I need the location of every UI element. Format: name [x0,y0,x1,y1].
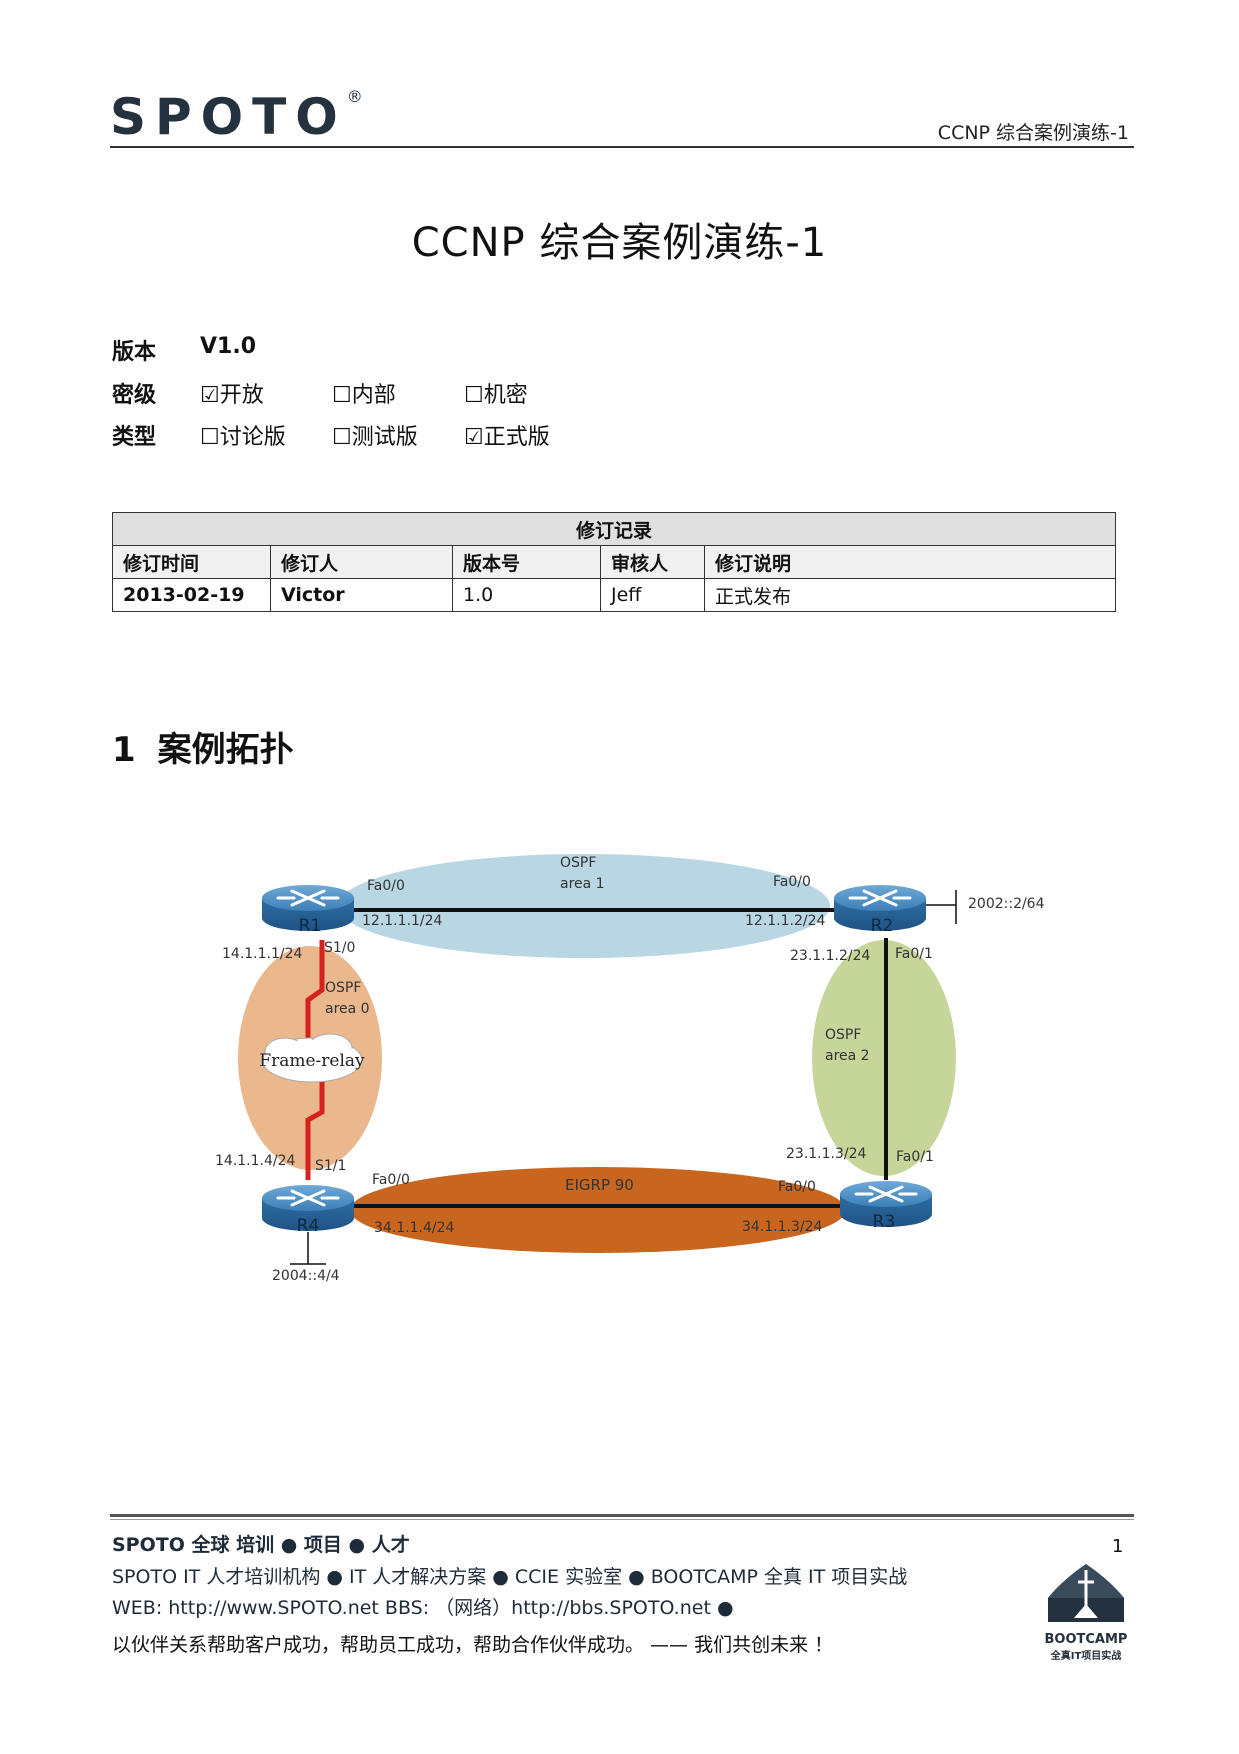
area1-label-proto: OSPF [560,855,596,871]
section-number: 1 [112,730,136,770]
router-r2-icon[interactable] [834,885,926,931]
type-option-discussion[interactable]: ☐讨论版 [200,425,286,450]
col-header-version: 版本号 [452,545,601,579]
page-number: 1 [1112,1536,1124,1557]
security-label: 密级 [112,383,157,408]
r2-fa01-label: Fa0/1 [895,946,933,962]
router-r3-icon[interactable] [840,1181,932,1227]
r4-loopback-label: 2004::4/4 [272,1268,340,1284]
r1-ip14-label: 14.1.1.1/24 [222,946,303,962]
cell-author: Victor [270,578,453,612]
cell-note: 正式发布 [704,578,1116,612]
bootcamp-emblem-icon [1048,1564,1124,1622]
router-r2-label: R2 [871,916,894,936]
section-title: 案例拓扑 [157,730,294,770]
cell-version: 1.0 [452,578,601,612]
bootcamp-badge: BOOTCAMP 全真IT项目实战 [1038,1560,1134,1662]
frame-relay-cloud-icon [261,1033,363,1083]
version-value: V1.0 [200,334,256,359]
eigrp-region [350,1167,846,1253]
page-title: CCNP 综合案例演练-1 [411,220,828,266]
security-option-internal[interactable]: ☐内部 [332,383,396,408]
area2-label-area: area 2 [825,1048,870,1064]
r2-loopback-label: 2002::2/64 [968,896,1045,912]
frame-relay-label: Frame-relay [259,1051,365,1071]
area0-label-area: area 0 [325,1001,370,1017]
cell-date: 2013-02-19 [112,578,271,612]
r2-ip12-label: 12.1.1.2/24 [745,913,826,929]
bootcamp-title: BOOTCAMP [1044,1632,1128,1647]
r4-s11-label: S1/1 [315,1158,346,1174]
r2-fa00-label: Fa0/0 [773,874,811,890]
area2-label-proto: OSPF [825,1027,861,1043]
header-doc-title: CCNP 综合案例演练-1 [937,122,1129,144]
area1-label-area: area 1 [560,876,605,892]
type-label: 类型 [112,425,157,450]
router-r4-icon[interactable] [262,1185,354,1231]
footer-divider-thin [110,1519,1134,1520]
footer-mission: 以伙伴关系帮助客户成功，帮助员工成功，帮助合作伙伴成功。 —— 我们共创未来 ！ [112,1634,834,1656]
serial-link-r4 [305,1074,325,1180]
footer-slogan: SPOTO 全球 培训 ● 项目 ● 人才 [112,1534,410,1556]
section-heading: 1 案例拓扑 [112,722,294,771]
r1-s10-label: S1/0 [324,940,355,956]
security-option-confidential[interactable]: ☐机密 [464,383,528,408]
r3-fa01-label: Fa0/1 [896,1149,934,1165]
revision-table: 修订记录 修订时间 修订人 版本号 审核人 修订说明 2013-02-19 Vi… [112,512,1116,612]
area0-label-proto: OSPF [325,980,361,996]
type-option-test[interactable]: ☐测试版 [332,425,418,450]
router-r1-label: R1 [299,916,322,936]
revision-table-caption: 修订记录 [112,512,1116,546]
r3-ip23-label: 23.1.1.3/24 [786,1146,867,1162]
router-r3-label: R3 [873,1212,896,1232]
r4-fa00-label: Fa0/0 [372,1172,410,1188]
r1-fa00-label: Fa0/0 [367,878,405,894]
header-divider [110,146,1134,148]
router-r4-label: R4 [297,1216,320,1236]
serial-link-r1 [305,940,325,1048]
col-header-note: 修订说明 [704,545,1116,579]
r1-ip12-label: 12.1.1.1/24 [362,913,443,929]
footer-services: SPOTO IT 人才培训机构 ● IT 人才解决方案 ● CCIE 实验室 ●… [112,1566,908,1588]
col-header-date: 修订时间 [112,545,271,579]
ospf-area1-region [338,854,830,958]
version-label: 版本 [112,340,157,365]
cell-reviewer: Jeff [600,578,705,612]
r2-ip23-label: 23.1.1.2/24 [790,948,871,964]
r3-fa00-label: Fa0/0 [778,1179,816,1195]
table-row: 2013-02-19 Victor 1.0 Jeff 正式发布 [112,578,1116,612]
router-r1-icon[interactable] [262,885,354,931]
spoto-logo: SPOTO® [110,87,363,146]
type-option-official[interactable]: ☑正式版 [464,425,550,450]
eigrp-label: EIGRP 90 [565,1176,634,1194]
r4-ip34-label: 34.1.1.4/24 [374,1220,455,1236]
r4-ip14-label: 14.1.1.4/24 [215,1153,296,1169]
r3-ip34-label: 34.1.1.3/24 [742,1219,823,1235]
bootcamp-subtitle: 全真IT项目实战 [1050,1651,1122,1662]
footer-divider [110,1514,1134,1517]
security-option-open[interactable]: ☑开放 [200,383,264,408]
col-header-reviewer: 审核人 [600,545,705,579]
col-header-author: 修订人 [270,545,453,579]
footer-links: WEB: http://www.SPOTO.net BBS: （网络）http:… [112,1597,734,1619]
